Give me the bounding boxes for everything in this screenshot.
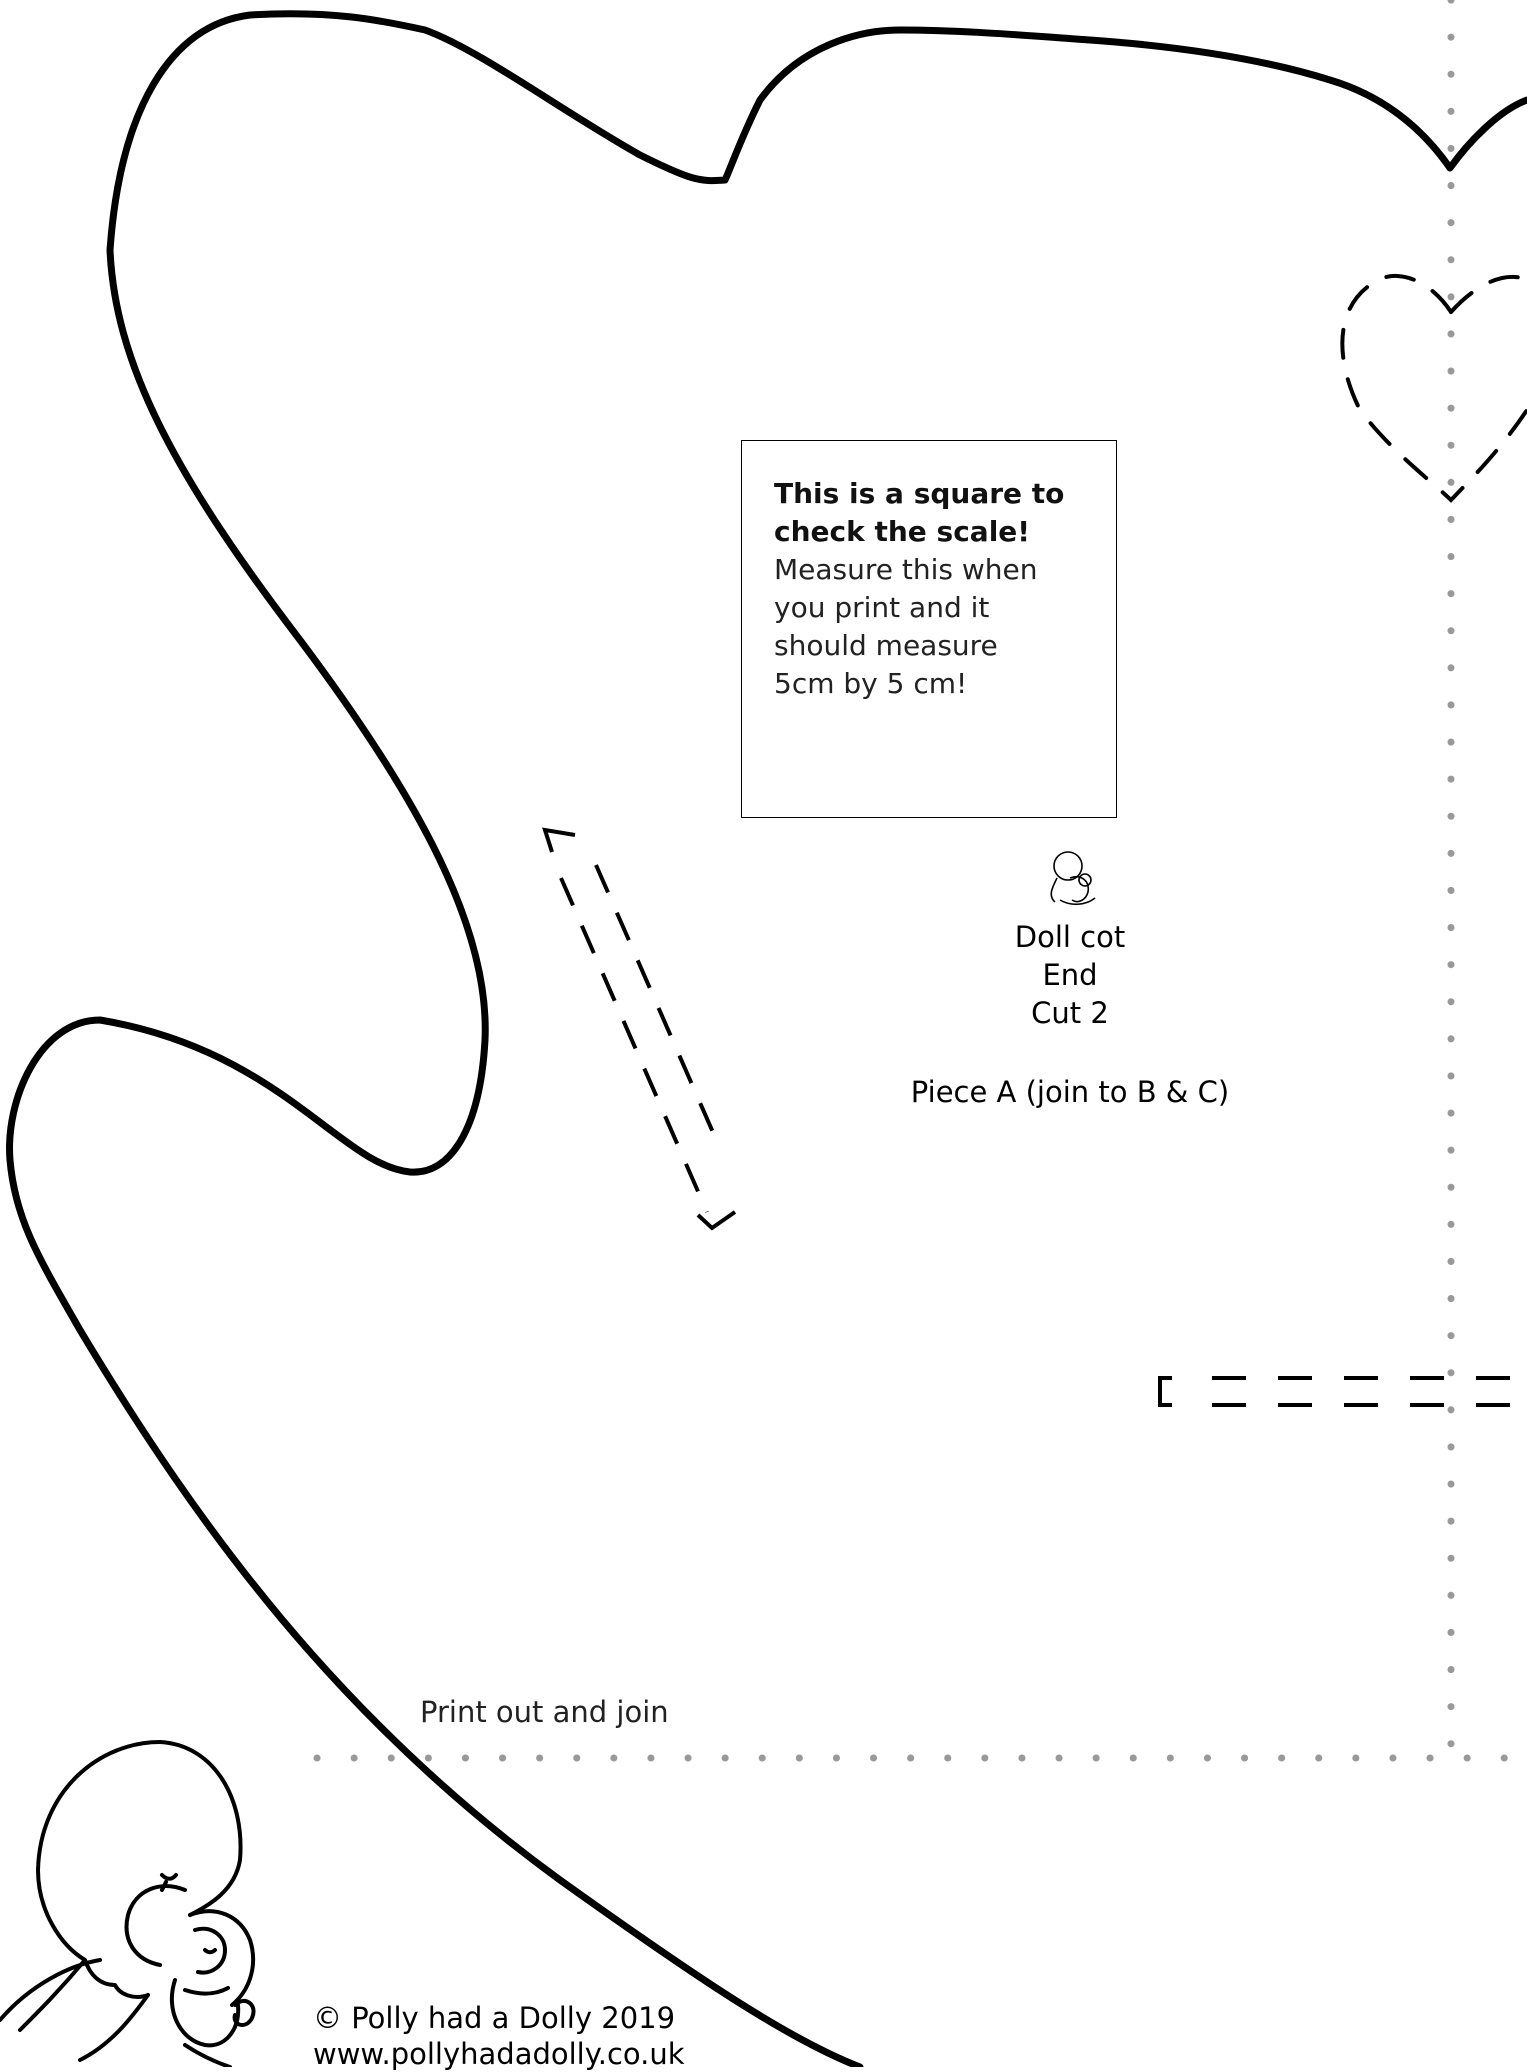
scale-box-line: should measure [774,629,998,662]
cot-end-shape [6,10,1527,2067]
heart-cutout-guide [1340,274,1527,503]
scale-box-heading: This is a square to check the scale! [774,477,1065,548]
scale-box-line: you print and it [774,591,990,624]
cot-end-outline [12,19,1450,560]
copyright-text: © Polly had a Dolly 2019 [313,2001,676,2035]
mother-and-baby-icon [1050,851,1096,906]
scale-box-line: 5cm by 5 cm! [774,667,968,700]
horizontal-slot-guide [1158,1376,1527,1407]
piece-name-line: Cut 2 [1031,996,1109,1030]
diagonal-slot-guide [542,827,737,1231]
scale-box-line: Measure this when [774,553,1038,586]
scale-check-square: This is a square to check the scale! Mea… [741,440,1117,818]
website-text: www.pollyhadadolly.co.uk [313,2037,685,2071]
piece-name: Doll cot End Cut 2 [960,918,1180,1032]
piece-name-line: End [1042,958,1098,992]
print-instruction: Print out and join [420,1695,669,1729]
piece-name-line: Doll cot [1014,920,1126,954]
piece-join-note: Piece A (join to B & C) [910,1075,1230,1109]
heart-cutout-guide-right [1449,274,1527,314]
footer-credits: © Polly had a Dolly 2019 www.pollyhadado… [313,2000,685,2072]
mother-and-baby-logo [0,1740,256,2067]
